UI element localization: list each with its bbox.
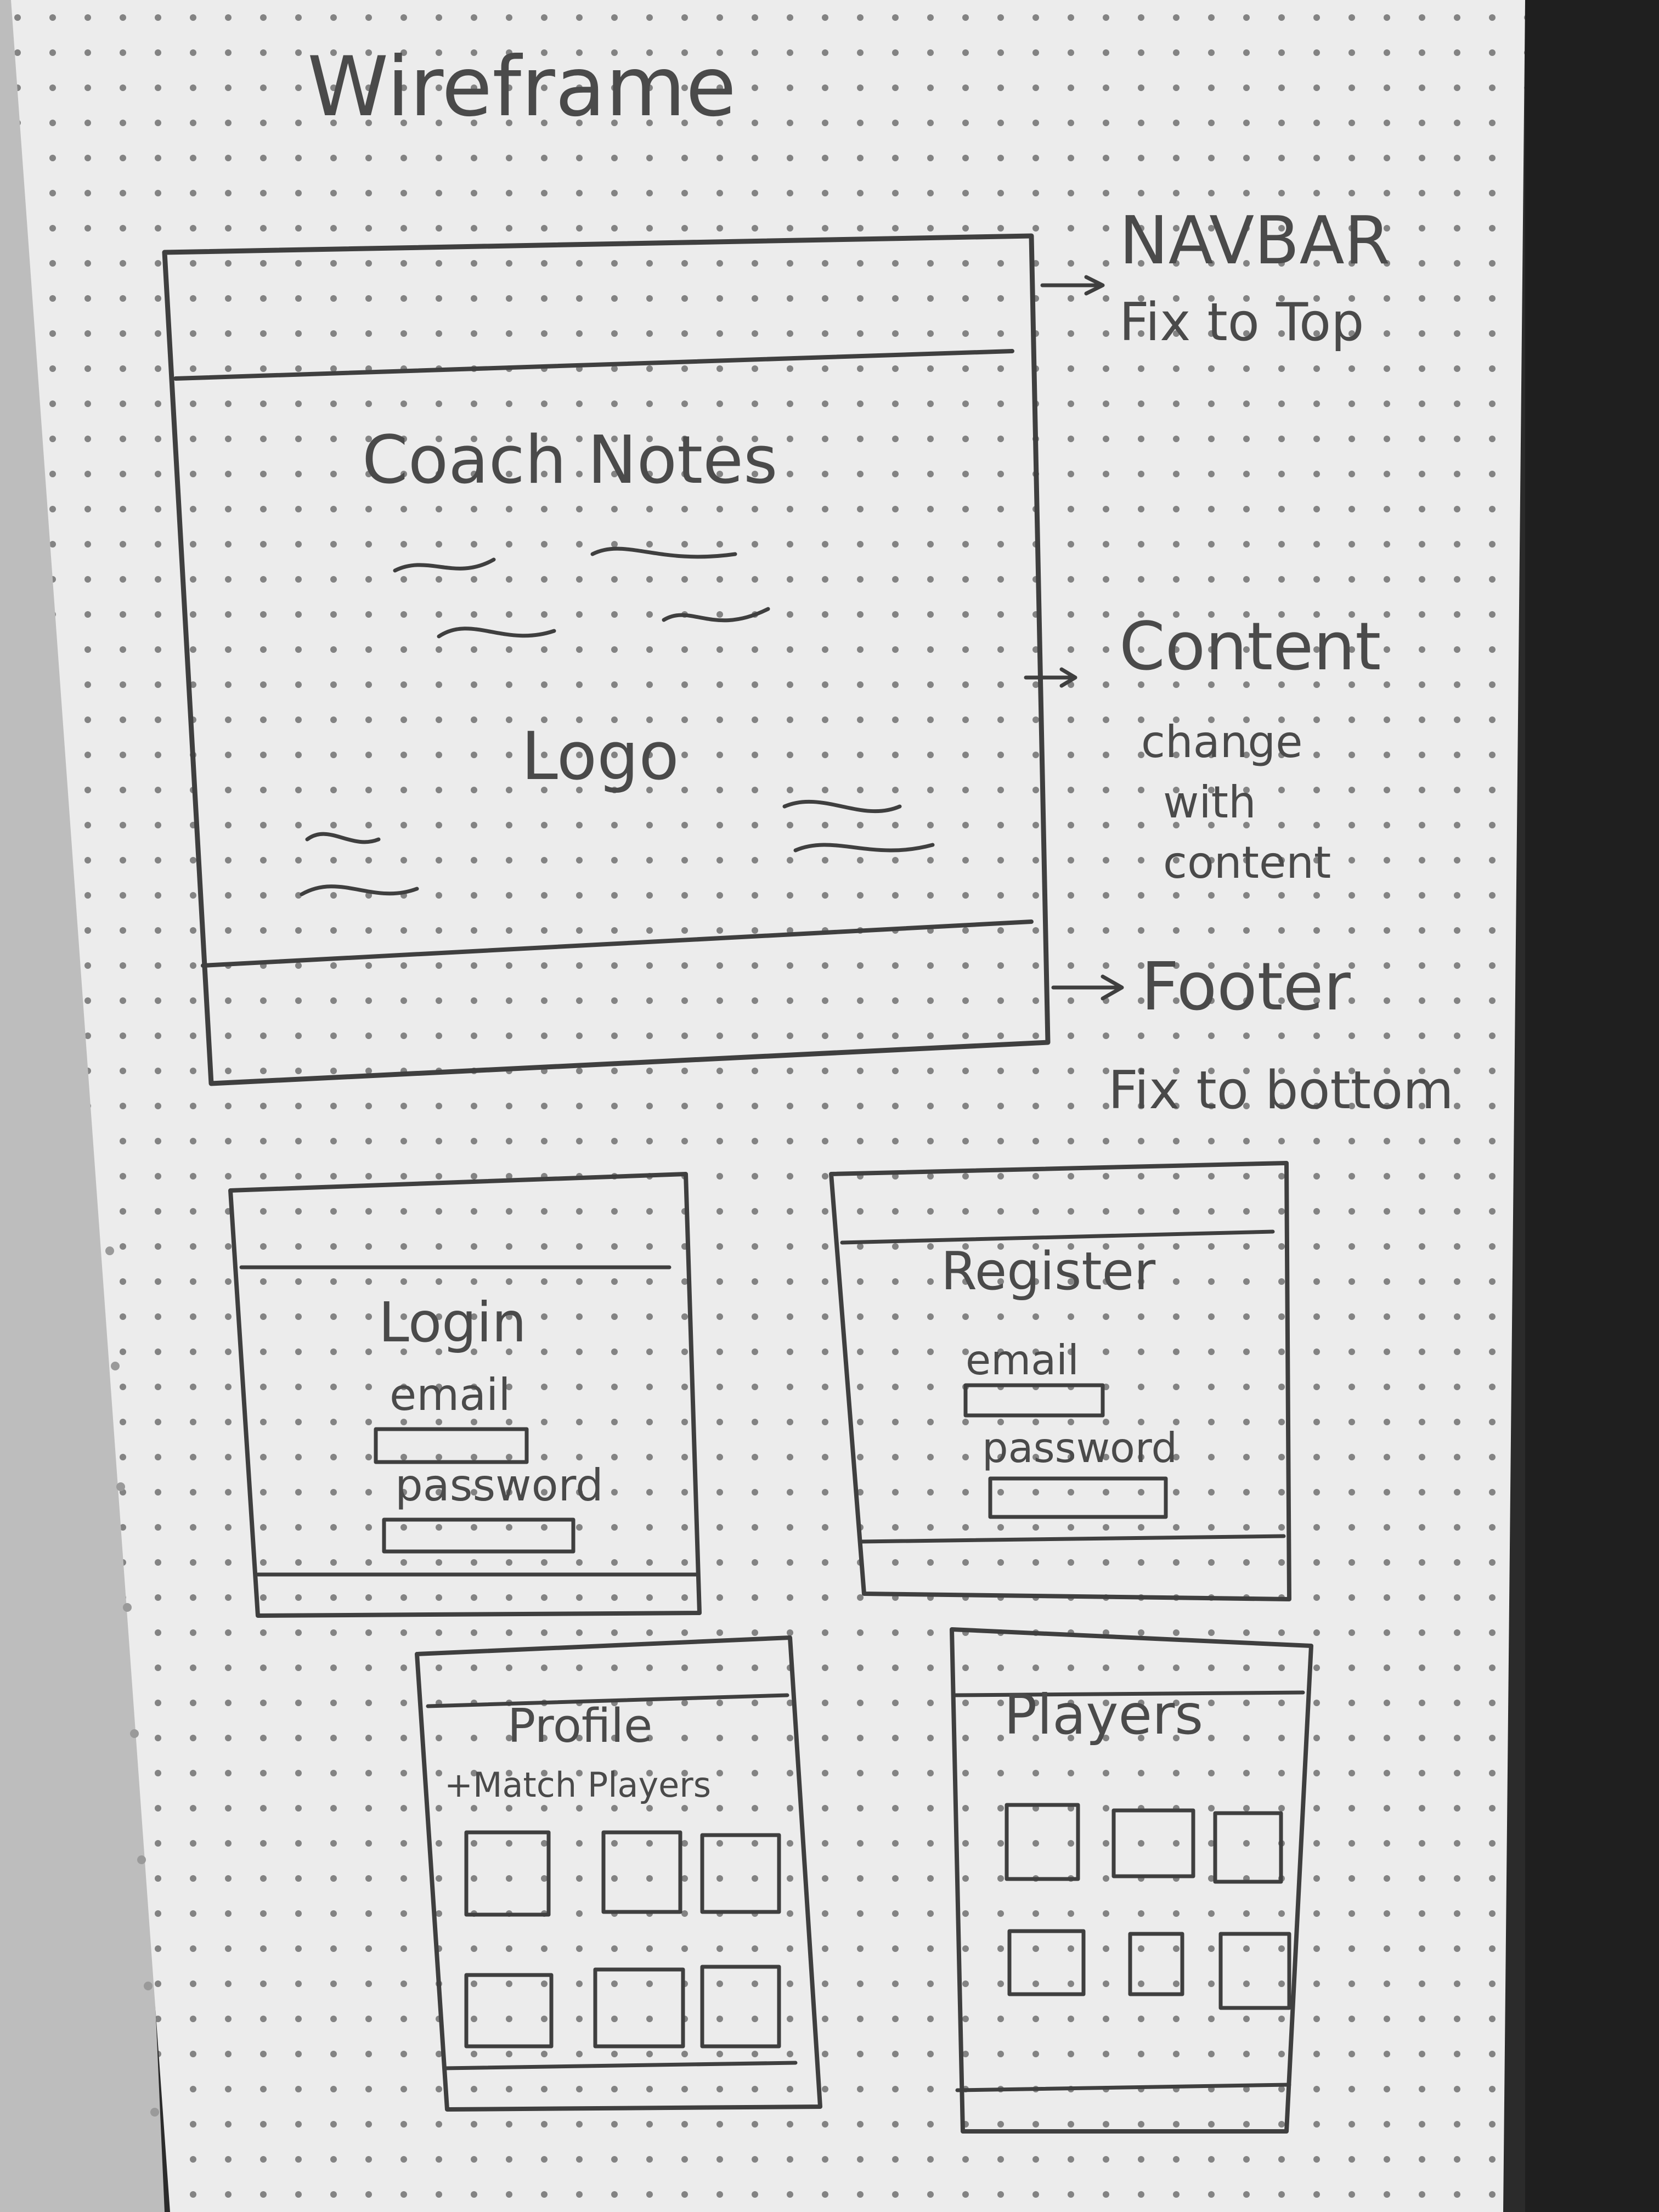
content-note-line-3: content — [1163, 837, 1331, 888]
register-wireframe: Register email password — [829, 1161, 1291, 1601]
footer-note: Fix to bottom — [1108, 1060, 1454, 1121]
register-email-field — [963, 1383, 1105, 1418]
register-password-field — [988, 1476, 1168, 1519]
login-wireframe: Login email password — [228, 1172, 702, 1618]
login-title: Login — [379, 1290, 527, 1355]
footer-divider — [201, 919, 1034, 968]
profile-player-card — [601, 1830, 682, 1914]
profile-wireframe: Profile +Match Players — [415, 1635, 822, 2112]
login-email-label: email — [390, 1369, 511, 1420]
main-wireframe: Coach Notes Logo — [162, 233, 1051, 1086]
coach-notes-heading: Coach Notes — [362, 422, 778, 499]
players-card — [1111, 1808, 1195, 1878]
profile-player-card — [464, 1973, 554, 2049]
players-card — [1128, 1932, 1184, 1996]
players-card — [1005, 1803, 1080, 1881]
register-title: Register — [941, 1242, 1156, 1302]
profile-player-card — [593, 1967, 685, 2049]
players-title: Players — [1004, 1683, 1203, 1747]
profile-title: Profile — [507, 1699, 652, 1753]
navbar-divider — [173, 349, 1014, 381]
footer-label: Footer — [1141, 949, 1351, 1025]
register-password-label: password — [982, 1424, 1177, 1472]
register-email-label: email — [966, 1336, 1079, 1384]
login-email-field — [374, 1427, 529, 1464]
content-label: Content — [1119, 609, 1381, 685]
profile-subtitle: +Match Players — [444, 1765, 711, 1805]
paper-sheet — [11, 0, 1525, 2212]
players-wireframe: Players — [950, 1627, 1313, 2134]
profile-player-card — [464, 1830, 551, 1917]
footer-annotation: Footer Fix to bottom — [1051, 949, 1454, 1121]
logo-label: Logo — [521, 719, 679, 795]
binding-holes — [105, 1246, 159, 2117]
left-page-edge — [0, 0, 165, 2212]
profile-player-card — [700, 1965, 781, 2049]
players-card — [1218, 1932, 1291, 2010]
page-title: Wireframe — [307, 40, 736, 135]
content-annotation: Content change with content — [1024, 609, 1381, 888]
profile-player-card — [700, 1833, 781, 1914]
players-card — [1213, 1811, 1283, 1884]
players-card — [1007, 1929, 1086, 1996]
navbar-annotation: NAVBAR Fix to Top — [1040, 203, 1390, 353]
login-password-field — [382, 1517, 575, 1554]
content-note-line-2: with — [1163, 777, 1256, 828]
navbar-label: NAVBAR — [1119, 203, 1390, 279]
login-password-label: password — [395, 1460, 603, 1511]
navbar-note: Fix to Top — [1119, 292, 1364, 353]
content-note-line-1: change — [1141, 716, 1302, 768]
